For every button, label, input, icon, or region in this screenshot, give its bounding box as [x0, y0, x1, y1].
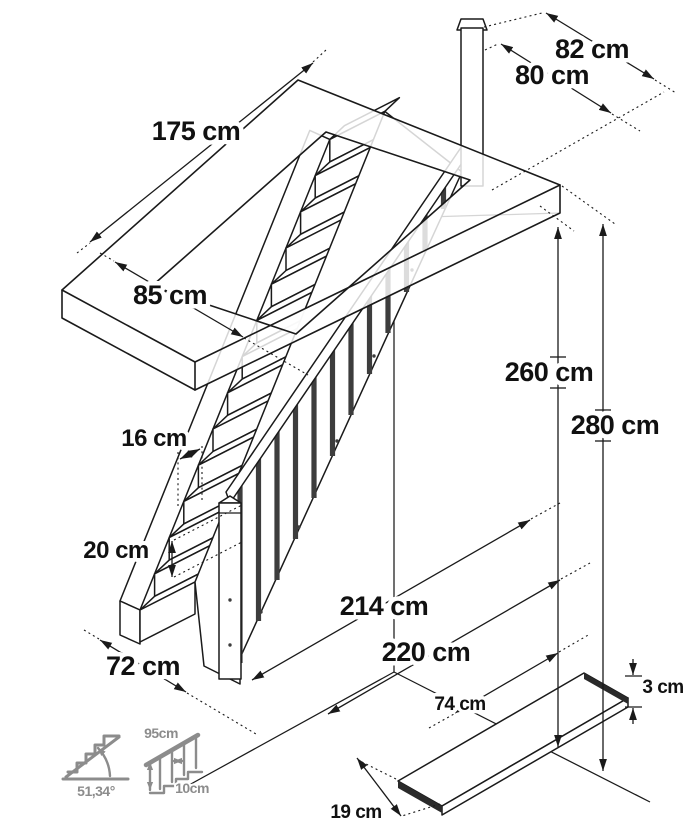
dim-label-run-length: 214 cm: [340, 591, 429, 621]
dim-label-riser-height: 20 cm: [83, 537, 149, 564]
baluster: [292, 397, 299, 539]
baluster: [329, 344, 336, 456]
dim-stair-width: 72 cm: [83, 629, 257, 735]
dim-label-opening-length: 175 cm: [152, 116, 241, 146]
dim-riser-height: 20 cm: [79, 504, 243, 578]
dim-label-tread-thickness: 3 cm: [642, 677, 683, 698]
loose-tread-board: [397, 672, 629, 816]
baluster: [274, 424, 280, 580]
dim-opening-length: 175 cm: [76, 49, 327, 254]
baluster: [255, 451, 262, 621]
dim-label-top-width-inner: 80 cm: [515, 60, 589, 90]
baluster: [385, 263, 391, 333]
newel-post-bottom: [218, 495, 242, 680]
dim-label-tread-length: 74 cm: [434, 694, 485, 715]
dim-label-total-run: 220 cm: [382, 637, 471, 667]
dim-tread-thickness: 3 cm: [625, 659, 684, 724]
dim-total-run: 220 cm: [327, 562, 591, 715]
upper-floor-slab: [61, 79, 561, 391]
slope-angle-label: 51,34°: [77, 783, 115, 799]
railing-height-icon: 95cm 10cm: [142, 723, 211, 798]
dim-opening-width: 85 cm: [99, 252, 309, 376]
newel-post-top: [456, 18, 488, 187]
rail-height-label: 95cm: [144, 725, 178, 741]
baluster: [440, 183, 447, 209]
baluster: [311, 370, 317, 498]
dim-label-tread-going: 16 cm: [121, 425, 187, 452]
dim-tread-width: 19 cm: [327, 757, 441, 821]
slope-angle-icon: 51,34°: [61, 734, 130, 801]
dim-tread-going: 16 cm: [117, 421, 203, 508]
dim-total-height: 280 cm: [561, 185, 664, 771]
dim-label-tread-width: 19 cm: [330, 802, 381, 821]
baluster: [348, 317, 354, 415]
dim-label-total-height: 280 cm: [571, 410, 660, 440]
dim-tread-length: 74 cm: [428, 633, 591, 729]
baluster-spacing-label: 10cm: [175, 780, 209, 796]
dim-top-width-inner: 80 cm: [484, 43, 665, 191]
dim-label-stair-width: 72 cm: [106, 651, 180, 681]
baluster: [366, 290, 373, 374]
dim-label-ceiling-height: 260 cm: [505, 357, 594, 387]
dim-label-opening-width: 85 cm: [133, 280, 207, 310]
dim-ceiling-height: 260 cm: [500, 205, 598, 747]
